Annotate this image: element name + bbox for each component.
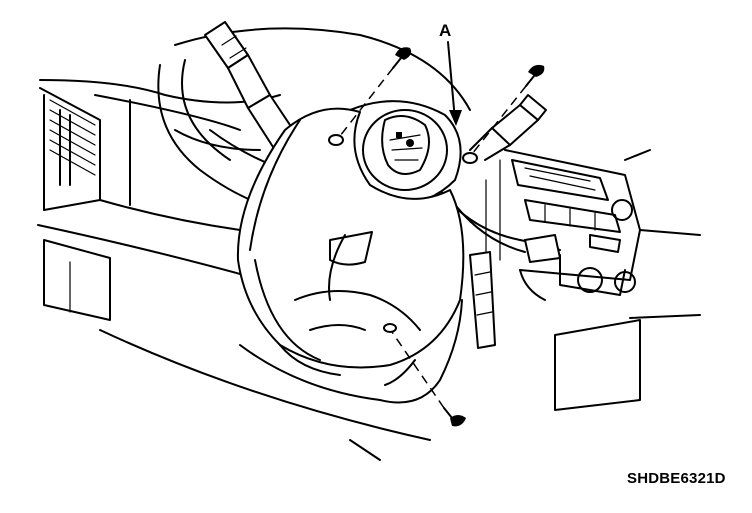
upper-left-screw xyxy=(392,47,412,69)
lower-screw xyxy=(443,407,466,427)
callout-label-a: A xyxy=(439,21,452,40)
right-switch-stalk xyxy=(469,94,547,161)
installation-guide-lines xyxy=(339,67,527,409)
steering-column-shroud xyxy=(236,107,478,386)
upper-right-screw xyxy=(525,64,545,87)
figure-code: SHDBE6321D xyxy=(627,470,726,487)
lower-column xyxy=(99,259,463,461)
callout-a-leader xyxy=(447,41,462,126)
clock-spring-assembly xyxy=(340,100,462,206)
center-console xyxy=(485,149,701,411)
